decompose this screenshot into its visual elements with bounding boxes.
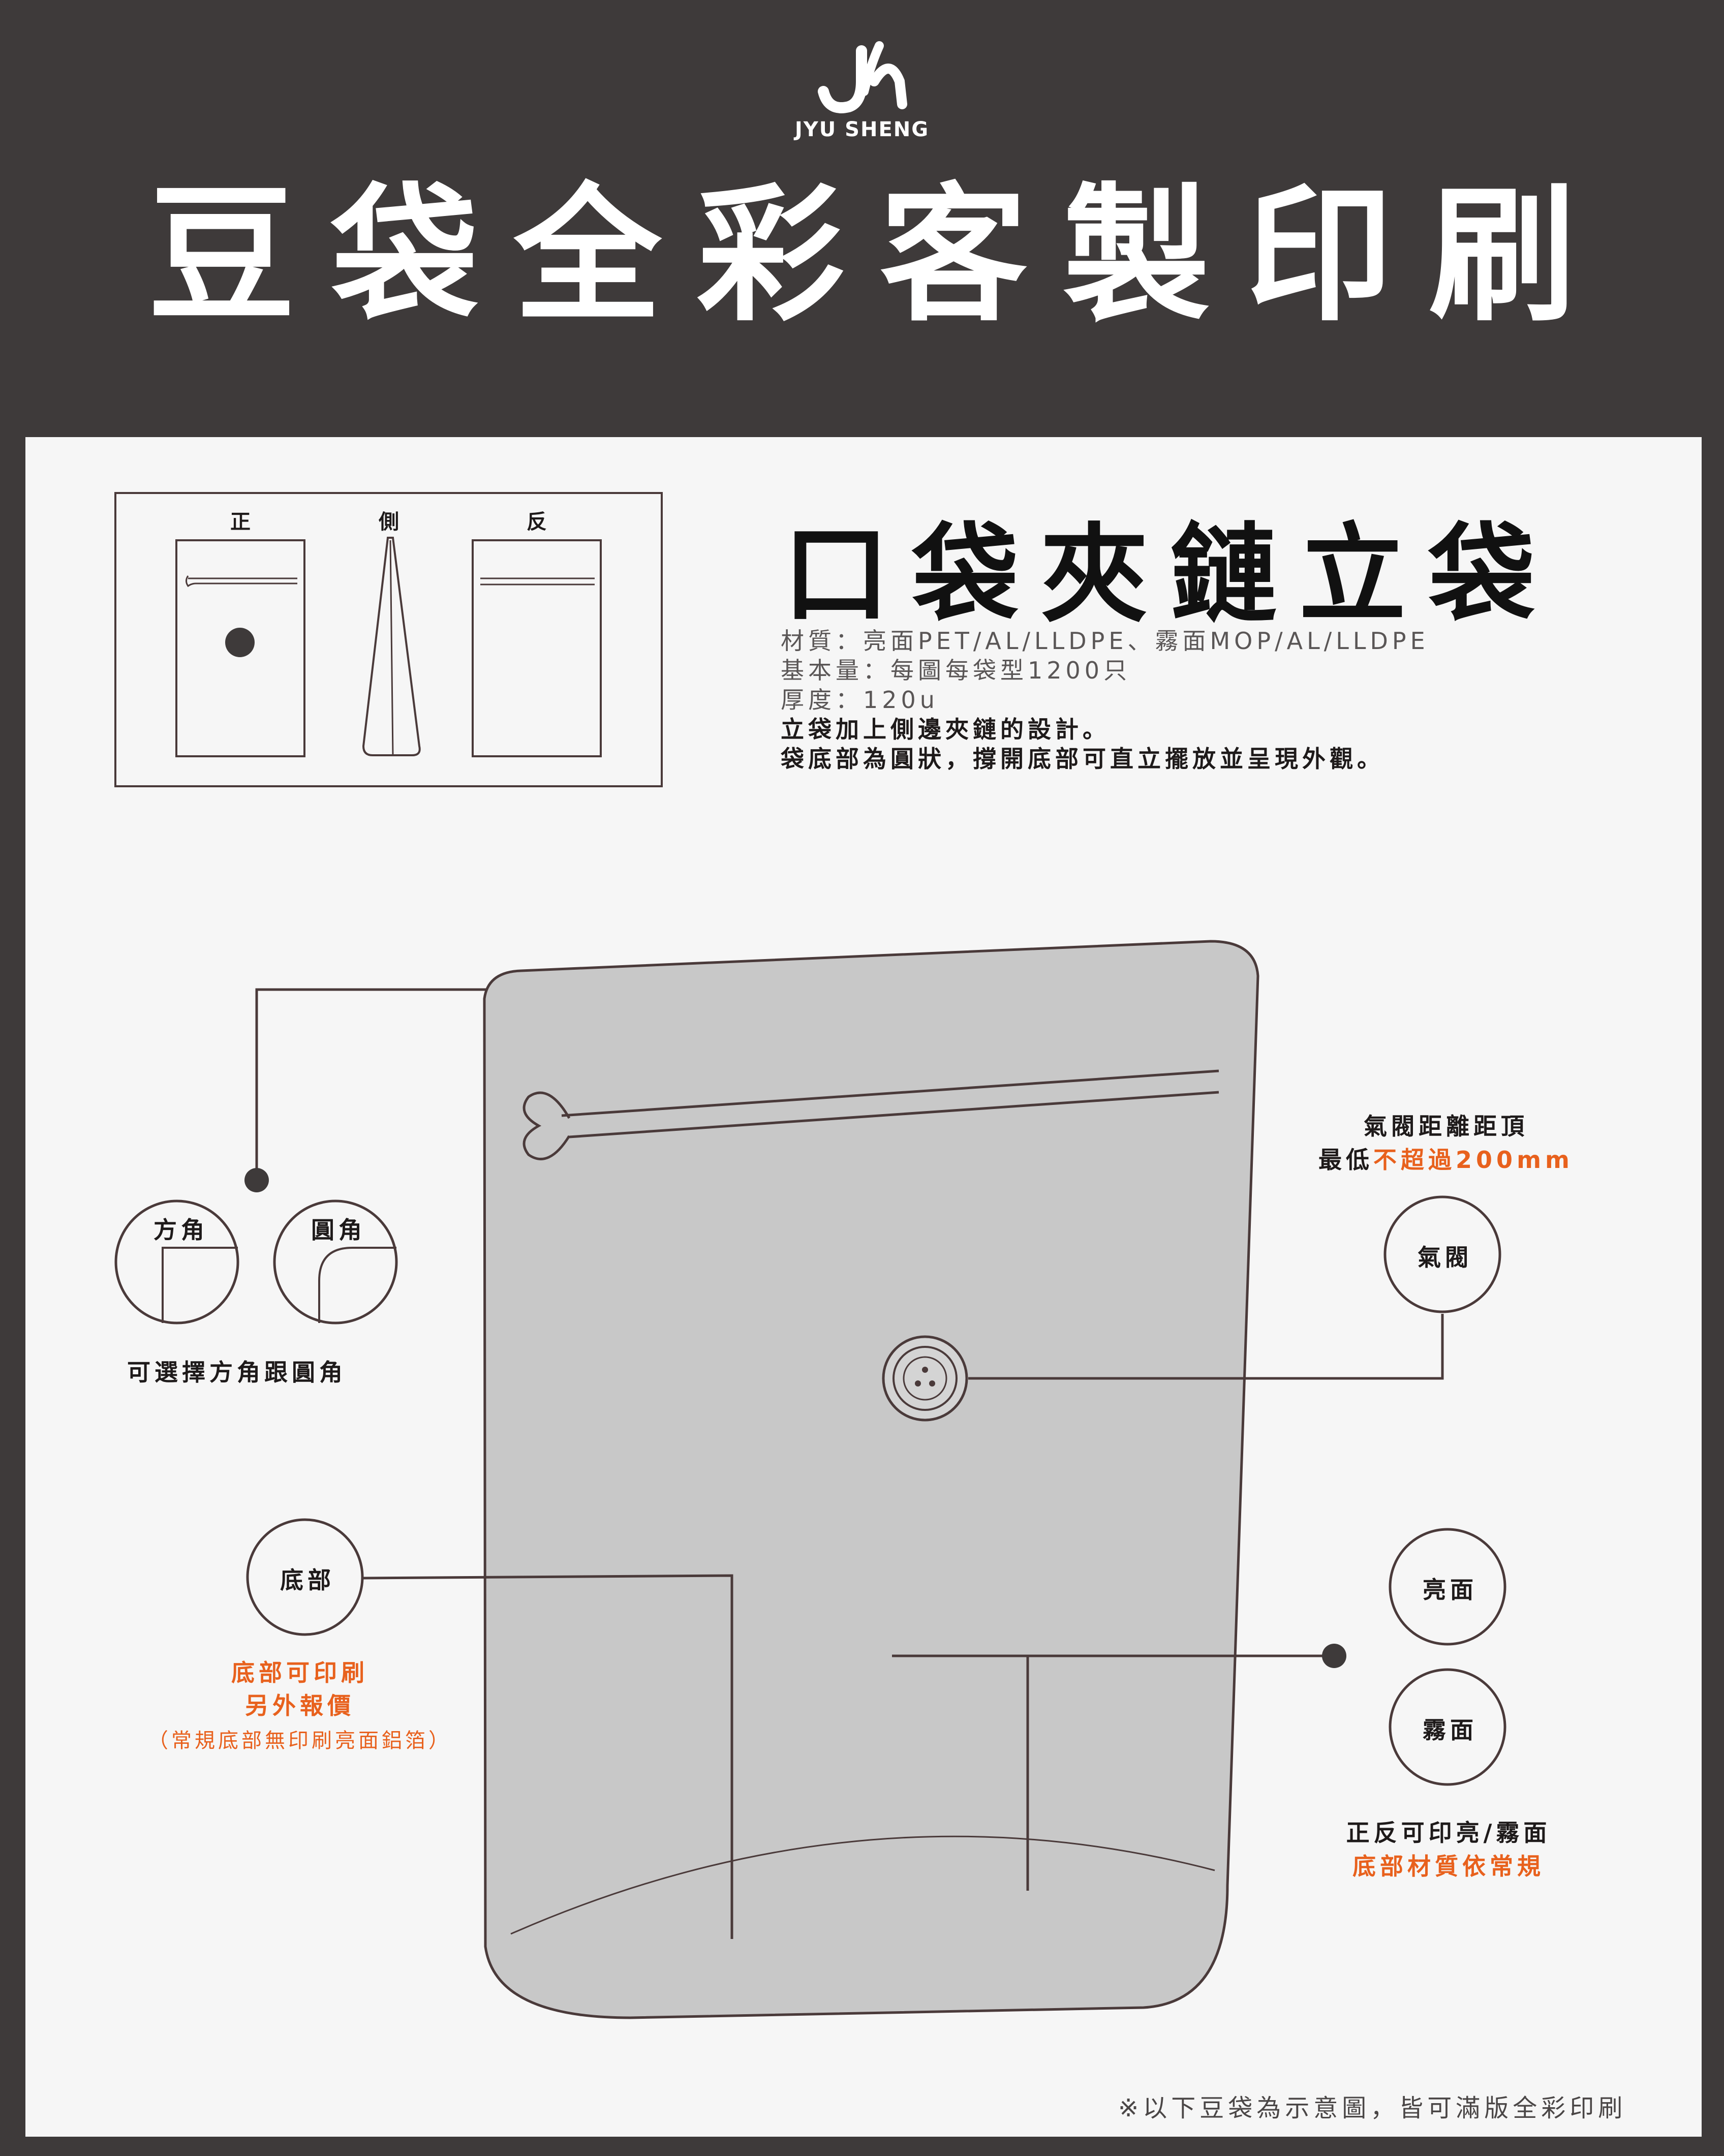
valve-label: 氣閥 <box>1418 1244 1472 1271</box>
spec-material: 材質：亮面PET/AL/LLDPE、霧面MOP/AL/LLDPE <box>781 627 1429 655</box>
corner-caption: 可選擇方角跟圓角 <box>127 1359 347 1386</box>
views-diagram <box>114 492 663 787</box>
bottom-note-line3: （常規底部無印刷亮面鋁箔） <box>148 1729 452 1752</box>
page-title: 豆袋全彩客製印刷 <box>148 170 1612 342</box>
round-corner-label: 圓角 <box>311 1216 366 1244</box>
round-corner-sample <box>273 1199 398 1325</box>
bottom-note-line1: 底部可印刷 <box>231 1659 368 1686</box>
valve-note-line2: 最低不超過200mm <box>1301 1142 1591 1175</box>
finish-note-line2: 底部材質依常規 <box>1352 1853 1545 1880</box>
square-corner-label: 方角 <box>153 1216 208 1244</box>
front-view-bag <box>175 539 305 757</box>
spec-thickness: 厚度：120u <box>781 686 939 714</box>
glossy-label: 亮面 <box>1423 1576 1477 1604</box>
valve-note-line1: 氣閥距離距頂 <box>1364 1113 1528 1140</box>
front-valve-icon <box>225 628 255 657</box>
jyu-sheng-logo-icon <box>818 41 907 113</box>
bag-body <box>483 940 1259 2019</box>
product-name: 口袋夾鏈立袋 <box>783 512 1558 637</box>
matte-label: 霧面 <box>1423 1716 1477 1744</box>
product-specs: 材質：亮面PET/AL/LLDPE、霧面MOP/AL/LLDPE 基本量：每圖每… <box>781 626 1429 774</box>
tear-notch-icon <box>522 1091 571 1160</box>
finish-note-line1: 正反可印亮/霧面 <box>1346 1819 1551 1846</box>
square-corner-sample <box>114 1199 239 1325</box>
feature-zipper: 立袋加上側邊夾鏈的設計。 <box>781 716 1110 743</box>
side-view-bag <box>362 537 421 756</box>
view-label-back: 反 <box>527 510 547 534</box>
valve-icon <box>882 1335 968 1422</box>
back-view-bag <box>472 539 602 757</box>
valve-note-prefix: 最低 <box>1318 1146 1374 1174</box>
view-label-front: 正 <box>230 510 251 534</box>
brand-name: JYU SHENG <box>794 118 930 141</box>
spec-minimum: 基本量：每圖每袋型1200只 <box>781 657 1131 684</box>
valve-note-highlight: 不超過200mm <box>1373 1146 1574 1174</box>
bottom-label: 底部 <box>280 1566 335 1594</box>
feature-bottom: 袋底部為圓狀，撐開底部可直立擺放並呈現外觀。 <box>781 745 1384 773</box>
bottom-note-line2: 另外報價 <box>245 1692 355 1719</box>
footnote: ※以下豆袋為示意圖，皆可滿版全彩印刷 <box>1118 2094 1627 2122</box>
view-label-side: 側 <box>379 510 399 534</box>
